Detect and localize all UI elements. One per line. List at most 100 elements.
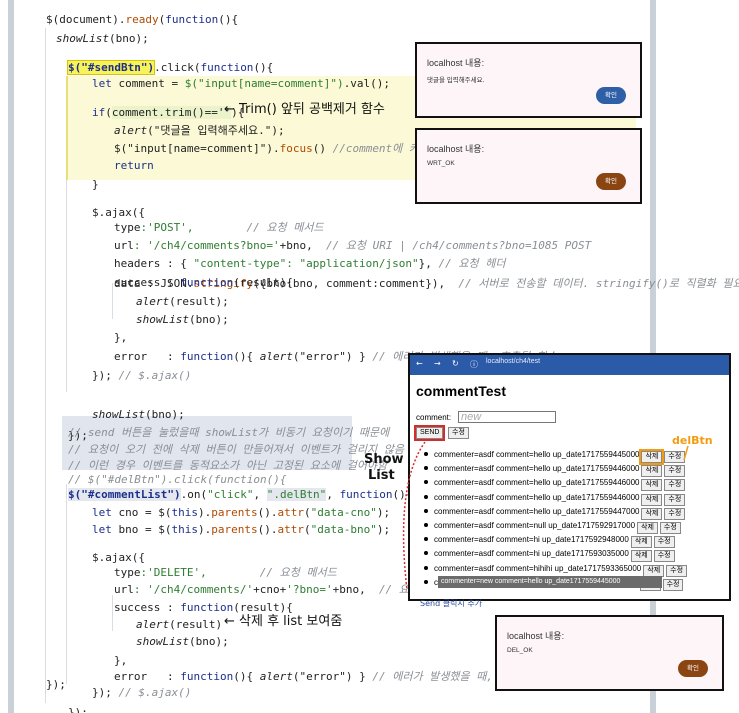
code-token: }, bbox=[418, 257, 439, 270]
code-token: +bno, bbox=[279, 239, 326, 252]
code-token: $("#commentList") bbox=[68, 488, 181, 501]
code-token: (){ bbox=[233, 350, 260, 363]
code-token: +bno, bbox=[332, 583, 379, 596]
code-line: let comment = $("input[name=comment]").v… bbox=[92, 74, 390, 93]
info-icon[interactable]: ⓘ bbox=[470, 360, 478, 369]
code-token: ). bbox=[197, 506, 212, 519]
code-token: : bbox=[147, 670, 181, 683]
edit-button[interactable]: 수정 bbox=[664, 493, 686, 506]
code-token: ("error") } bbox=[292, 350, 373, 363]
code-token: '?bno=' bbox=[286, 583, 333, 596]
code-token: showList bbox=[136, 313, 189, 326]
forward-icon[interactable]: → bbox=[434, 359, 441, 368]
dialog-ok-button[interactable]: 확인 bbox=[596, 173, 626, 190]
code-token: : { bbox=[160, 257, 194, 270]
send-annotation: Send 클릭시 추가 bbox=[420, 599, 483, 608]
code-token: }, bbox=[114, 654, 128, 667]
edit-button[interactable]: 수정 bbox=[653, 550, 675, 563]
code-token: : '/ch4/comments/' bbox=[133, 583, 254, 596]
code-token: url bbox=[114, 239, 134, 252]
delete-button[interactable]: 삭제 bbox=[641, 465, 663, 478]
edit-button[interactable]: 수정 bbox=[448, 427, 469, 439]
edit-button[interactable]: 수정 bbox=[659, 522, 681, 534]
code-token: showList bbox=[56, 32, 109, 45]
edit-button[interactable]: 수정 bbox=[664, 507, 686, 520]
code-token: function bbox=[339, 488, 393, 501]
code-token: let bbox=[92, 77, 119, 90]
code-token: ); bbox=[376, 506, 391, 519]
code-line: if(comment.trim()==''){ bbox=[92, 103, 244, 122]
edit-button[interactable]: 수정 bbox=[664, 479, 686, 492]
code-line: type:'POST', // 요청 메서드 bbox=[114, 218, 324, 237]
delete-button[interactable]: 삭제 bbox=[643, 564, 665, 577]
reload-icon[interactable]: ↻ bbox=[452, 359, 459, 368]
delete-button[interactable]: 삭제 bbox=[639, 449, 665, 465]
list-item: commenter=asdf comment=hello up_date1717… bbox=[424, 448, 686, 465]
code-token: this bbox=[171, 523, 198, 536]
browser-window: ← → ↻ ⓘ localhost/ch4/test commentTest c… bbox=[408, 353, 731, 601]
code-token: ".delBtn" bbox=[266, 488, 327, 501]
code-token: // 요청이 오기 전에 삭제 버튼이 만들어져서 이벤트가 걸리지 않음 bbox=[68, 443, 404, 456]
code-token: comment bbox=[118, 77, 165, 90]
code-token: // 서버로 전송할 데이터. stringify()로 직렬화 필요. bbox=[458, 277, 739, 290]
code-token: // send 버튼을 눌렀을때 showList가 비동기 요청이기 때문에 bbox=[68, 426, 390, 439]
comment-text: commenter=asdf comment=hi up_date1717593… bbox=[434, 549, 629, 559]
code-line: // $("#delBtn").click(function(){ bbox=[68, 470, 287, 489]
delete-button[interactable]: 삭제 bbox=[630, 550, 652, 563]
bullet-icon bbox=[424, 551, 428, 556]
code-line: showList(bno); bbox=[92, 405, 185, 424]
dialog-ok-button[interactable]: 확인 bbox=[678, 660, 708, 677]
code-token: function bbox=[180, 276, 234, 289]
delete-button[interactable]: 삭제 bbox=[641, 507, 663, 520]
code-token: :'POST', bbox=[140, 221, 194, 234]
code-line: showList(bno); bbox=[136, 310, 229, 329]
comment-label: comment: bbox=[416, 413, 452, 422]
code-token: alert bbox=[136, 618, 170, 631]
code-token: // 요청 메서드 bbox=[206, 566, 337, 579]
bullet-icon bbox=[424, 480, 428, 485]
back-icon[interactable]: ← bbox=[416, 359, 423, 368]
dialog-ok-button[interactable]: 확인 bbox=[596, 87, 626, 104]
edit-button[interactable]: 수정 bbox=[664, 465, 686, 478]
code-token: ("댓글을 입력해주세요."); bbox=[147, 124, 285, 137]
alert-dialog-empty-comment: localhost 내용: 댓글을 입력해주세요. 확인 bbox=[415, 42, 642, 118]
code-line: url: '/ch4/comments?bno='+bno, // 요청 URI… bbox=[114, 236, 591, 255]
code-token: "data-bno" bbox=[310, 523, 377, 536]
edit-button[interactable]: 수정 bbox=[666, 564, 688, 577]
code-line: $("input[name=comment]").focus() //comme… bbox=[114, 139, 466, 158]
code-token: success bbox=[114, 276, 161, 289]
list-item: commenter=asdf comment=hello up_date1717… bbox=[424, 462, 686, 478]
alert-dialog-delete-ok: localhost 내용: DEL_OK 확인 bbox=[495, 615, 724, 691]
address-bar[interactable]: localhost/ch4/test bbox=[486, 358, 541, 365]
code-token: url bbox=[114, 583, 134, 596]
code-line: headers : { "content-type": "application… bbox=[114, 254, 506, 273]
send-button[interactable]: SEND bbox=[413, 425, 446, 441]
code-token: (){ bbox=[253, 61, 274, 74]
code-token: : bbox=[147, 350, 181, 363]
code-line: $("#sendBtn").click(function(){ bbox=[66, 58, 274, 77]
code-line: data : JSON.stringify({bno:bno, comment:… bbox=[114, 274, 739, 293]
comment-input[interactable]: new bbox=[458, 411, 556, 423]
delete-button[interactable]: 삭제 bbox=[641, 493, 663, 506]
comment-text: commenter=asdf comment=hello up_date1717… bbox=[434, 506, 640, 516]
alert-dialog-write-ok: localhost 내용: WRT_OK 확인 bbox=[415, 128, 642, 204]
edit-button[interactable]: 수정 bbox=[653, 536, 675, 549]
code-token: .val(); bbox=[343, 77, 391, 90]
edit-button[interactable]: 수정 bbox=[662, 578, 684, 591]
delete-button[interactable]: 삭제 bbox=[641, 479, 663, 492]
delete-button[interactable]: 삭제 bbox=[637, 522, 658, 534]
code-token: (result); bbox=[169, 295, 229, 308]
delete-button[interactable]: 삭제 bbox=[630, 536, 652, 549]
code-token: (bno); bbox=[108, 32, 149, 45]
code-line: alert("댓글을 입력해주세요."); bbox=[114, 121, 285, 140]
code-line: // 요청이 오기 전에 삭제 버튼이 만들어져서 이벤트가 걸리지 않음 bbox=[68, 440, 404, 459]
browser-toolbar: ← → ↻ ⓘ localhost/ch4/test bbox=[410, 355, 729, 375]
code-token: // $.ajax() bbox=[118, 369, 192, 382]
code-token: comment.trim()=='' bbox=[111, 106, 232, 119]
code-token: ){ bbox=[231, 106, 245, 119]
code-token: +cno+ bbox=[253, 583, 287, 596]
code-token: if bbox=[92, 106, 106, 119]
code-line: }, bbox=[114, 328, 127, 347]
code-token: ); bbox=[376, 523, 391, 536]
code-token: (bno); bbox=[188, 635, 229, 648]
